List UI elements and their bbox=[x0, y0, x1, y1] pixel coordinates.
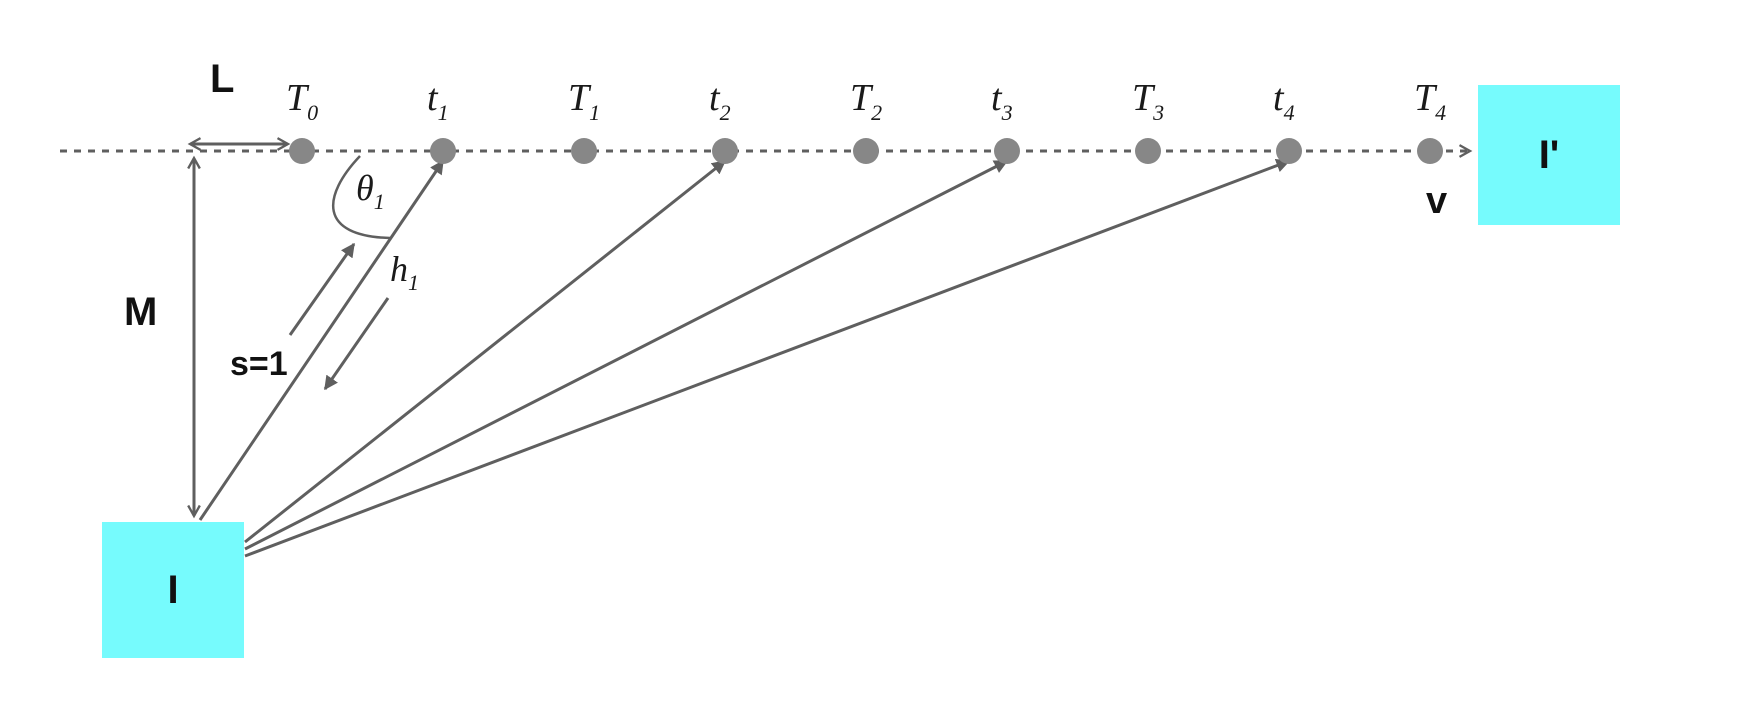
point-T4 bbox=[1417, 138, 1443, 164]
point-T1 bbox=[571, 138, 597, 164]
point-label-base: T bbox=[568, 77, 592, 119]
point-label-base: T bbox=[1414, 77, 1438, 119]
point-label-sub: 1 bbox=[438, 100, 449, 125]
point-label-sub: 2 bbox=[871, 100, 882, 125]
point-label-base: T bbox=[286, 77, 310, 119]
point-label-base: t bbox=[427, 77, 439, 119]
point-label-sub: 2 bbox=[720, 100, 731, 125]
point-label-sub: 1 bbox=[589, 100, 600, 125]
m-label: M bbox=[124, 290, 157, 334]
point-t1 bbox=[430, 138, 456, 164]
point-t4 bbox=[1276, 138, 1302, 164]
point-T3 bbox=[1135, 138, 1161, 164]
l-label: L bbox=[210, 57, 234, 101]
point-t2 bbox=[712, 138, 738, 164]
point-label-t2: t2 bbox=[709, 77, 731, 125]
point-label-base: t bbox=[991, 77, 1003, 119]
theta-label: θ1 bbox=[356, 168, 385, 214]
point-T0 bbox=[289, 138, 315, 164]
ray-to-t1 bbox=[198, 159, 445, 521]
source-box-i: I bbox=[102, 522, 244, 658]
s-step-arrow-down bbox=[323, 297, 390, 391]
target-box-i-prime: I' bbox=[1478, 85, 1620, 225]
point-label-base: t bbox=[1273, 77, 1285, 119]
point-label-t3: t3 bbox=[991, 77, 1013, 125]
point-label-sub: 4 bbox=[1284, 100, 1295, 125]
h-sub: 1 bbox=[408, 270, 419, 295]
point-label-T0: T0 bbox=[286, 77, 318, 125]
point-label-T1: T1 bbox=[568, 77, 600, 125]
point-label-T3: T3 bbox=[1132, 77, 1164, 125]
point-label-t4: t4 bbox=[1273, 77, 1295, 125]
s-label: s=1 bbox=[230, 345, 288, 383]
ray-to-t3 bbox=[244, 159, 1009, 551]
v-label: v bbox=[1426, 180, 1447, 222]
point-label-sub: 3 bbox=[1152, 100, 1164, 125]
point-T2 bbox=[853, 138, 879, 164]
h-base: h bbox=[390, 249, 408, 289]
target-box-label: I' bbox=[1538, 132, 1560, 177]
theta-base: θ bbox=[356, 168, 374, 208]
point-label-sub: 3 bbox=[1001, 100, 1013, 125]
point-label-T2: T2 bbox=[850, 77, 882, 125]
point-label-base: t bbox=[709, 77, 721, 119]
ray-to-t4 bbox=[244, 158, 1291, 558]
point-label-sub: 0 bbox=[307, 100, 318, 125]
point-label-base: T bbox=[1132, 77, 1156, 119]
point-label-sub: 4 bbox=[1435, 100, 1446, 125]
source-box-label: I bbox=[167, 567, 179, 612]
point-label-t1: t1 bbox=[427, 77, 449, 125]
point-label-base: T bbox=[850, 77, 874, 119]
ray-to-t2 bbox=[244, 159, 727, 544]
rays bbox=[198, 158, 1291, 558]
theta-arc bbox=[331, 155, 391, 240]
theta-sub: 1 bbox=[374, 189, 385, 214]
s-step-arrow-up bbox=[288, 242, 356, 336]
point-t3 bbox=[994, 138, 1020, 164]
h-label: h1 bbox=[390, 249, 419, 295]
point-label-T4: T4 bbox=[1414, 77, 1446, 125]
